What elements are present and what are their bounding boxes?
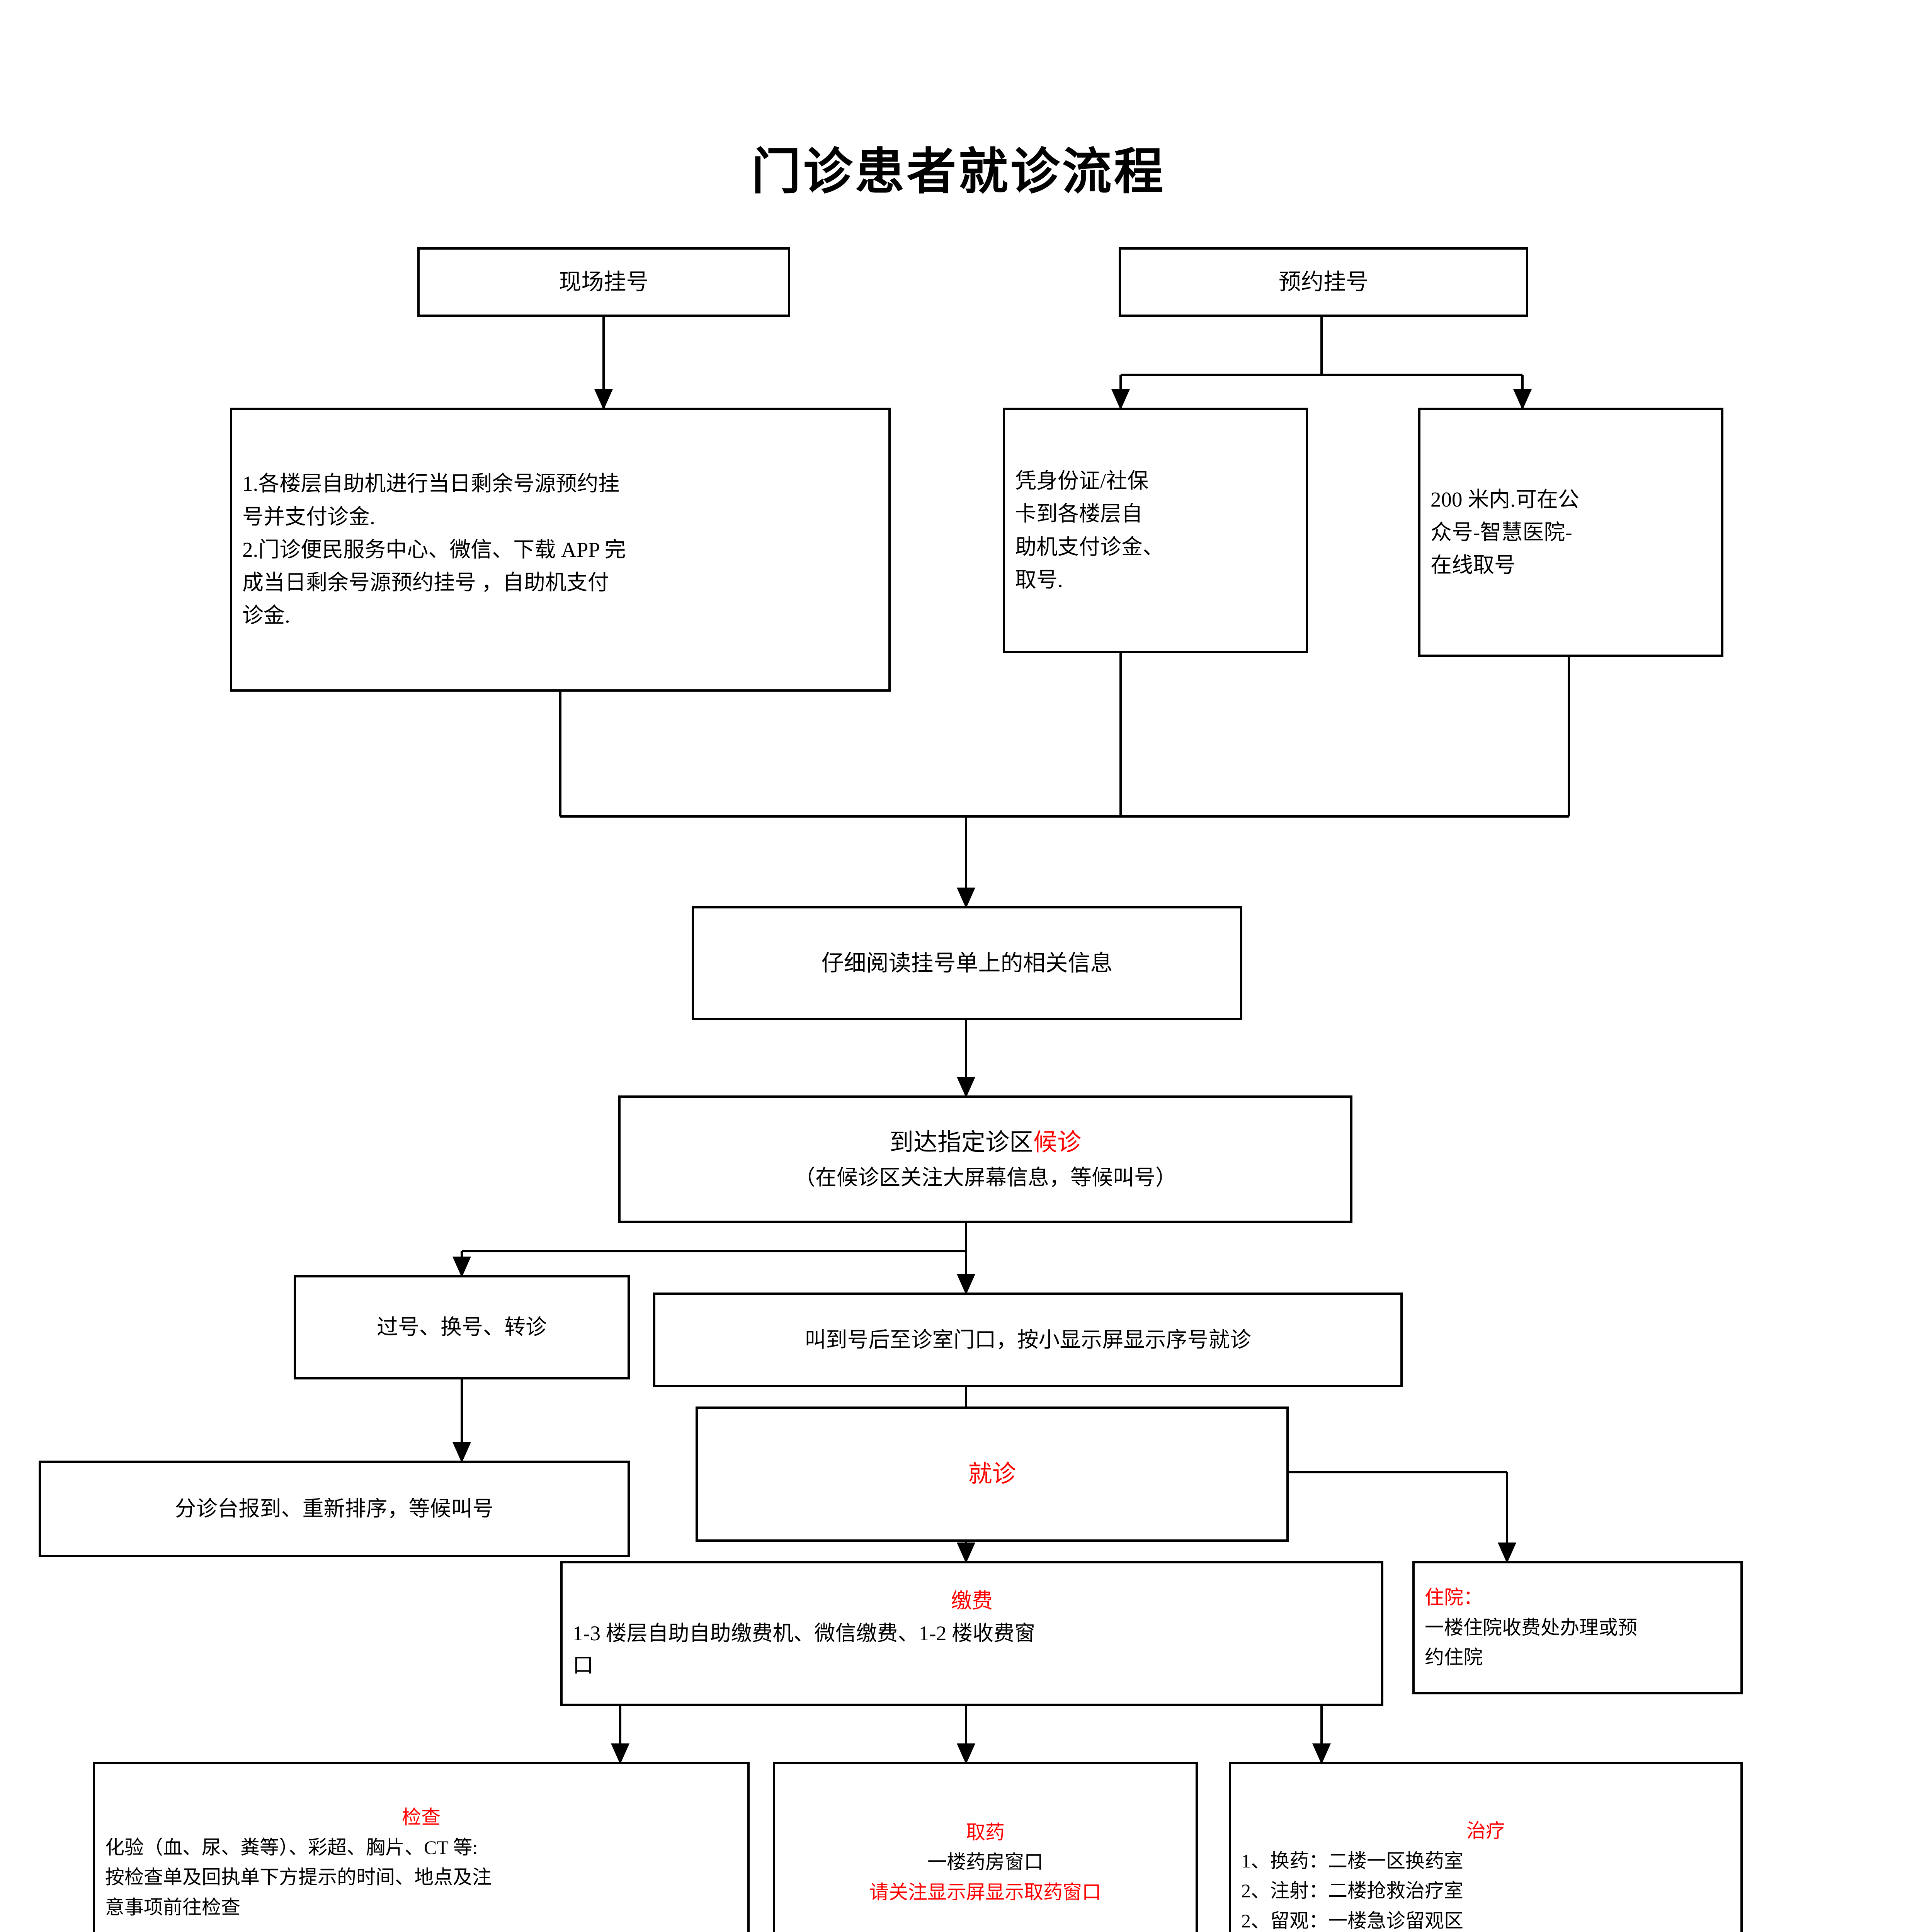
examination-line2: 按检查单及回执单下方提示的时间、地点及注 xyxy=(105,1866,492,1888)
consultation-label: 就诊 xyxy=(968,1461,1016,1487)
node-consultation[interactable]: 就诊 xyxy=(696,1406,1289,1542)
inpatient-title: 住院： xyxy=(1425,1587,1483,1609)
inpatient-line2: 约住院 xyxy=(1425,1646,1483,1668)
node-treatment[interactable]: 治疗 1、换药：二楼一区换药室 2、注射：二楼抢救治疗室 2、留观：一楼急诊留观… xyxy=(1229,1762,1743,1932)
appointment-detail-left-line1: 凭身份证/社保 xyxy=(1015,469,1149,493)
arrive-clinic-line1-highlight: 候诊 xyxy=(1033,1129,1082,1156)
onsite-detail-line4: 成当日剩余号源预约挂号 ，自助机支付 xyxy=(242,571,609,595)
node-inpatient[interactable]: 住院： 一楼住院收费处办理或预 约住院 xyxy=(1412,1561,1743,1694)
examination-line3: 意事项前往检查 xyxy=(105,1896,240,1918)
node-examination[interactable]: 检查 化验（血、尿、粪等）、彩超、胸片、CT 等: 按检查单及回执单下方提示的时… xyxy=(93,1762,750,1932)
pharmacy-line1: 一楼药房窗口 xyxy=(927,1851,1043,1873)
appointment-detail-left-line4: 取号. xyxy=(1015,568,1063,592)
treatment-title: 治疗 xyxy=(1466,1820,1505,1842)
pharmacy-title: 取药 xyxy=(966,1821,1005,1843)
page-title: 门诊患者就诊流程 xyxy=(751,145,1166,199)
arrive-clinic-line1: 到达指定诊区候诊 xyxy=(631,1124,1340,1161)
onsite-detail-line3: 2.门诊便民服务中心、微信、下载 APP 完 xyxy=(242,537,626,561)
pharmacy-line2: 请关注显示屏显示取药窗口 xyxy=(869,1881,1101,1903)
onsite-detail-line1: 1.各楼层自助机进行当日剩余号源预约挂 xyxy=(242,472,620,496)
examination-title: 检查 xyxy=(402,1806,441,1828)
read-slip-label: 仔细阅读挂号单上的相关信息 xyxy=(821,950,1113,976)
triage-desk-label: 分诊台报到、重新排序，等候叫号 xyxy=(175,1497,494,1521)
node-arrive-clinic[interactable]: 到达指定诊区候诊 （在候诊区关注大屏幕信息，等候叫号） xyxy=(618,1095,1352,1223)
payment-line2: 口 xyxy=(573,1654,594,1677)
node-appointment-registration[interactable]: 预约挂号 xyxy=(1119,247,1528,317)
appointment-detail-left-line3: 助机支付诊金、 xyxy=(1015,535,1164,559)
appointment-detail-right-line1: 200 米内.可在公 xyxy=(1431,487,1580,511)
treatment-line1: 1、换药：二楼一区换药室 xyxy=(1241,1850,1463,1872)
arrive-clinic-line2: （在候诊区关注大屏幕信息，等候叫号） xyxy=(794,1166,1177,1190)
arrive-clinic-line1-normal: 到达指定诊区 xyxy=(889,1129,1033,1156)
inpatient-line1: 一楼住院收费处办理或预 xyxy=(1425,1616,1637,1638)
payment-title: 缴费 xyxy=(951,1589,993,1612)
appointment-detail-right-line3: 在线取号 xyxy=(1431,553,1516,577)
node-appointment-detail-left[interactable]: 凭身份证/社保 卡到各楼层自 助机支付诊金、 取号. xyxy=(1003,408,1308,653)
payment-line1: 1-3 楼层自助自助缴费机、微信缴费、1-2 楼收费窗 xyxy=(573,1621,1035,1645)
missed-number-label: 过号、换号、转诊 xyxy=(376,1315,547,1339)
node-onsite-detail[interactable]: 1.各楼层自助机进行当日剩余号源预约挂 号并支付诊金. 2.门诊便民服务中心、微… xyxy=(230,408,891,692)
appointment-registration-label: 预约挂号 xyxy=(1278,269,1368,295)
node-onsite-registration[interactable]: 现场挂号 xyxy=(417,247,790,317)
onsite-detail-line5: 诊金. xyxy=(242,604,290,628)
appointment-detail-left-line2: 卡到各楼层自 xyxy=(1015,502,1143,526)
appointment-detail-right-line2: 众号-智慧医院- xyxy=(1431,520,1572,544)
onsite-registration-label: 现场挂号 xyxy=(559,269,649,295)
node-called-number[interactable]: 叫到号后至诊室门口，按小显示屏显示序号就诊 xyxy=(653,1293,1403,1387)
node-pharmacy[interactable]: 取药 一楼药房窗口 请关注显示屏显示取药窗口 xyxy=(773,1762,1198,1932)
node-payment[interactable]: 缴费 1-3 楼层自助自助缴费机、微信缴费、1-2 楼收费窗 口 xyxy=(560,1561,1383,1706)
treatment-line3: 2、留观：一楼急诊留观区 xyxy=(1241,1910,1463,1932)
node-triage-desk[interactable]: 分诊台报到、重新排序，等候叫号 xyxy=(39,1461,630,1557)
treatment-line2: 2、注射：二楼抢救治疗室 xyxy=(1241,1880,1463,1901)
examination-line1: 化验（血、尿、粪等）、彩超、胸片、CT 等: xyxy=(105,1836,478,1858)
node-read-slip[interactable]: 仔细阅读挂号单上的相关信息 xyxy=(692,906,1242,1020)
node-appointment-detail-right[interactable]: 200 米内.可在公 众号-智慧医院- 在线取号 xyxy=(1418,408,1723,657)
called-number-label: 叫到号后至诊室门口，按小显示屏显示序号就诊 xyxy=(805,1328,1251,1352)
onsite-detail-line2: 号并支付诊金. xyxy=(242,505,375,529)
node-missed-number[interactable]: 过号、换号、转诊 xyxy=(294,1275,630,1379)
